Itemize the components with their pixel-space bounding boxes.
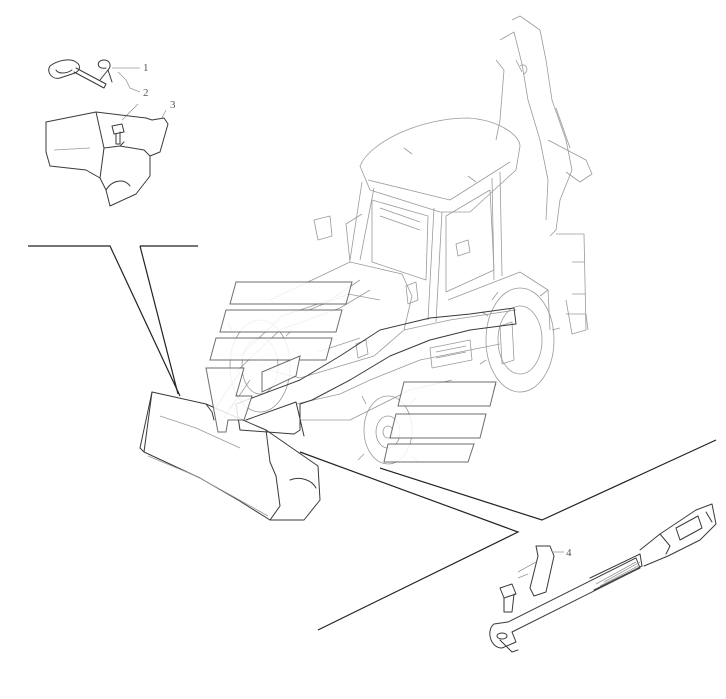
- front-bucket: [139, 391, 321, 521]
- callout-4: 4: [566, 547, 572, 559]
- watermark-logo: [205, 281, 497, 463]
- towbar-leader-lines: [299, 439, 717, 631]
- bracket-plate: [45, 111, 169, 207]
- tow-pin: [499, 583, 517, 613]
- r-clip: [97, 59, 113, 83]
- pin-bracket: [517, 545, 555, 597]
- t-handle-pin: [48, 59, 107, 89]
- tow-bar: [489, 503, 717, 653]
- callout-leaders-top: [112, 67, 167, 121]
- backhoe-loader: [213, 15, 593, 465]
- bolt: [111, 123, 125, 145]
- bucket-leader-lines: [28, 245, 198, 397]
- callout-3: 3: [170, 99, 176, 111]
- callout-2: 2: [143, 87, 149, 99]
- callout-1: 1: [143, 62, 149, 74]
